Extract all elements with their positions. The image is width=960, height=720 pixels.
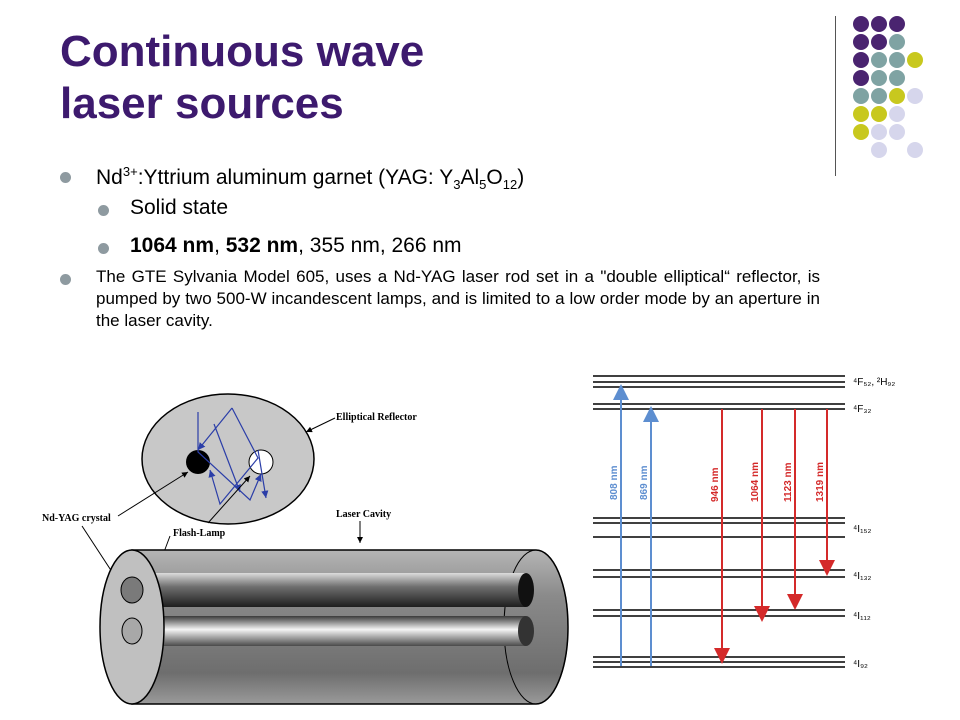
nd-yag-rod [134,573,526,607]
bullet-nd-yag: Nd3+:Yttrium aluminum garnet (YAG: Y3Al5… [60,164,524,192]
decorative-dot [871,124,887,140]
level-label-4i152: ⁴I₁₅₂ [853,524,871,535]
decorative-dot [853,88,869,104]
elliptical-reflector-label: Elliptical Reflector [336,412,417,423]
decorative-dot [889,70,905,86]
decorative-dot [889,34,905,50]
bullet-text: Solid state [130,196,229,219]
decorative-dot [853,106,869,122]
laser-cavity-cylinder [99,549,569,705]
decorative-dot [871,70,887,86]
nd-yag-crystal-label: Nd-YAG crystal [42,513,111,524]
decorative-dot [853,52,869,68]
decorative-dot [853,124,869,140]
emission-label-1064: 1064 nm [750,462,761,502]
decorative-dot [907,88,923,104]
decorative-dot [871,16,887,32]
bullet-marker [98,243,109,254]
level-label-4i132: ⁴I₁₃₂ [853,571,872,582]
flash-lamp-rod [134,616,526,646]
bullet-marker [98,205,109,216]
decorative-dot [889,16,905,32]
bullet-text: The GTE Sylvania Model 605, uses a Nd-YA… [96,267,820,330]
nd-yag-crystal-cross-section [186,450,210,474]
decorative-dot [871,34,887,50]
bullet-solid-state: Solid state [98,196,228,220]
decorative-dot [871,52,887,68]
level-label-4i92: ⁴I₉₂ [853,659,868,670]
level-label-4f32: ⁴F₃₂ [853,404,871,415]
decorative-dot [889,106,905,122]
bullet-text: Nd3+:Yttrium aluminum garnet (YAG: Y3Al5… [96,164,525,193]
emission-label-1319: 1319 nm [815,462,826,502]
flash-lamp-label-arrow [207,475,251,524]
level-label-4i112: ⁴I₁₁₂ [853,611,871,622]
title-line-1: Continuous wave [60,27,425,76]
slide-title: Continuous wave laser sources [60,26,800,130]
emission-label-946: 946 nm [710,467,721,502]
reflection-rays [197,407,269,506]
decorative-dot [889,124,905,140]
laser-cavity-label: Laser Cavity [336,509,391,520]
decorative-dot [853,34,869,50]
pump-label-869: 869 nm [639,465,650,500]
energy-levels [593,375,845,668]
laser-head-diagram: Elliptical Reflector Nd-YAG crystal Flas… [42,393,569,705]
reflector-label-arrow [305,417,336,433]
bullet-text: 1064 nm, 532 nm, 355 nm, 266 nm [130,234,462,257]
decorative-dot [889,52,905,68]
emission-label-1123: 1123 nm [783,462,794,502]
decorative-dot [871,142,887,158]
decorative-dot [853,70,869,86]
level-label-4f52: ⁴F₅₂, ²H₉₂ [853,377,895,388]
decorative-divider [835,16,836,176]
bullet-marker [60,274,71,285]
decorative-dot [889,88,905,104]
decorative-dot [871,106,887,122]
decorative-dot [853,16,869,32]
title-line-2: laser sources [60,79,344,128]
pump-label-808: 808 nm [609,465,620,500]
flash-lamp-label: Flash-Lamp [173,528,226,539]
bullet-gte-sylvania: The GTE Sylvania Model 605, uses a Nd-YA… [60,266,820,332]
decorative-dot [871,88,887,104]
crystal-label-arrow-top [117,471,189,517]
bullet-marker [60,172,71,183]
decorative-dot [907,52,923,68]
bullet-wavelengths: 1064 nm, 532 nm, 355 nm, 266 nm [98,234,462,258]
decorative-dot [907,142,923,158]
energy-level-diagram: 808 nm 869 nm 946 nm 1064 nm 1123 nm 131… [593,375,895,670]
